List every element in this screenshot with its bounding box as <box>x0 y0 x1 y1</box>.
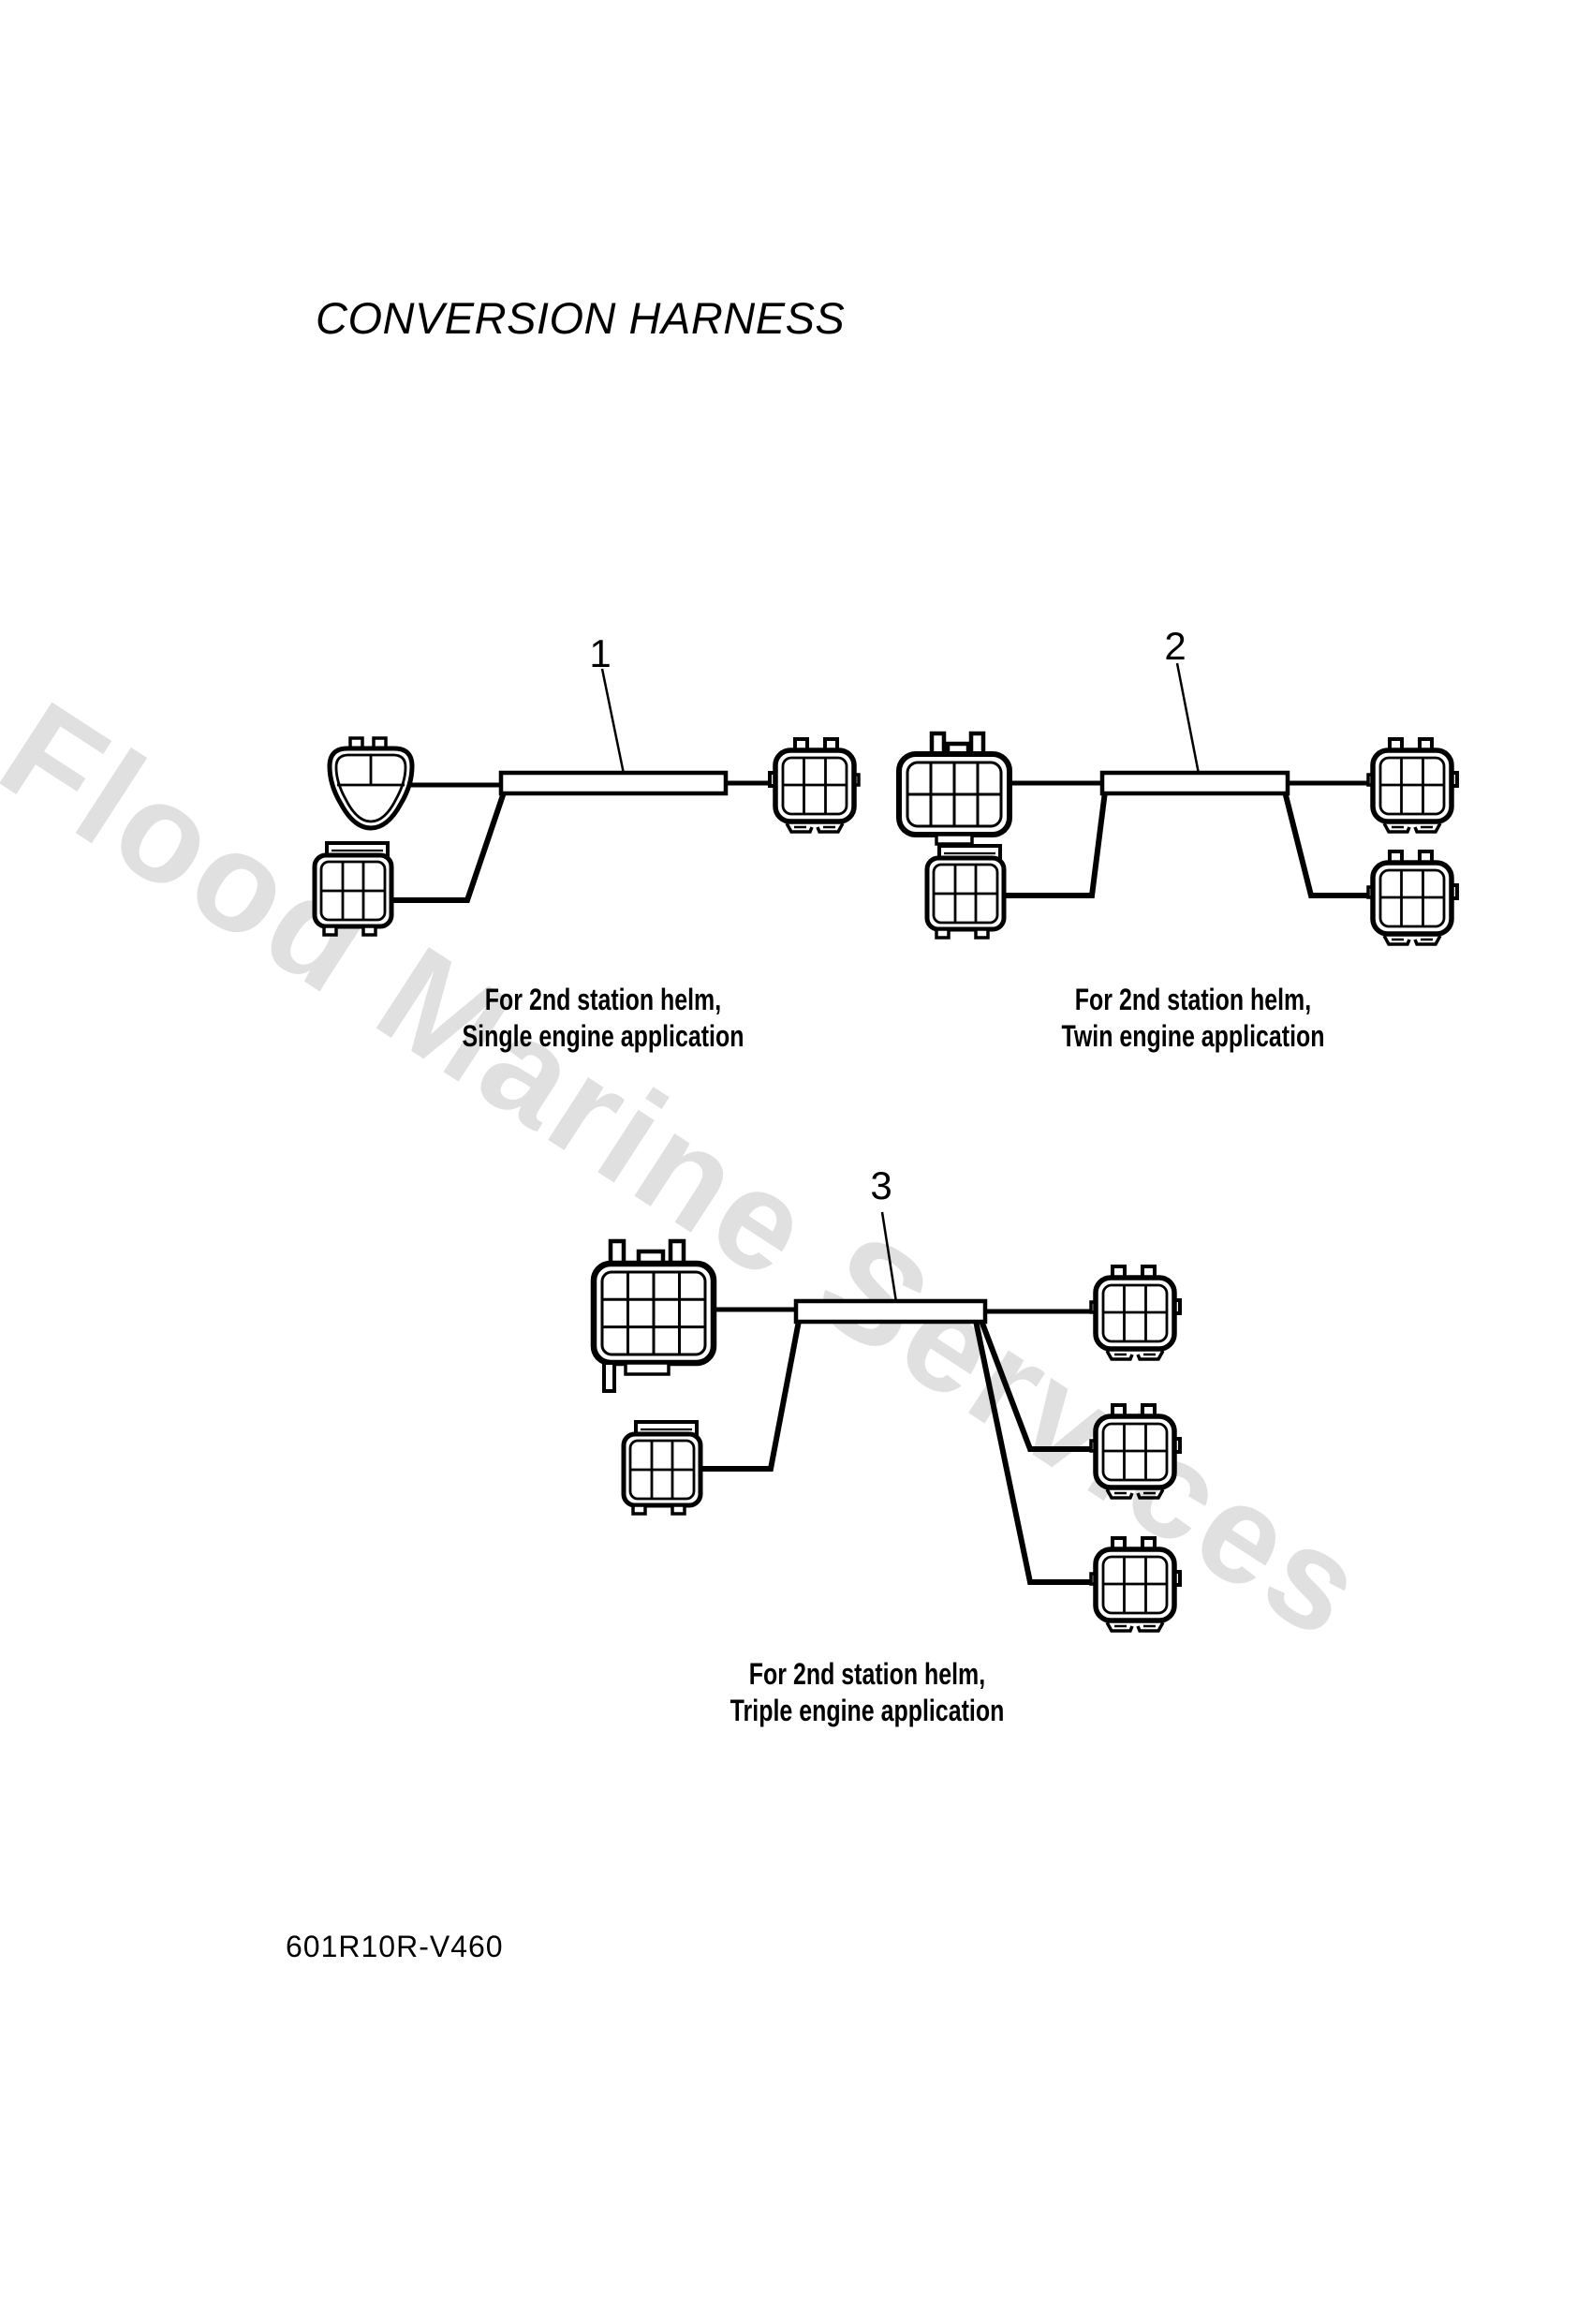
callout-number-3: 3 <box>870 1163 892 1207</box>
callout-leader-line <box>600 668 626 775</box>
callout-leader-line <box>1175 662 1201 775</box>
harness-sleeve <box>1099 770 1290 796</box>
diagram-2-caption-line-1: For 2nd station helm, <box>1074 983 1312 1016</box>
wire-branch <box>979 1319 1100 1452</box>
connector-6pin-plug <box>1368 739 1457 832</box>
connector-6pin-plug <box>1091 1405 1180 1498</box>
diagram-3-caption-line-2: Triple engine application <box>730 1694 1005 1727</box>
connector-2pin-triangular <box>330 738 412 828</box>
diagram-1-caption-line-2: Single engine application <box>462 1019 744 1053</box>
wire-branch <box>390 792 507 903</box>
diagram-2-caption: For 2nd station helm, Twin engine applic… <box>1025 982 1362 1055</box>
callout-leader-line <box>880 1211 898 1303</box>
diagram-1-caption: For 2nd station helm, Single engine appl… <box>435 982 772 1055</box>
connector-6pin-socket <box>315 843 391 935</box>
diagram-3-caption: For 2nd station helm, Triple engine appl… <box>700 1656 1036 1729</box>
connector-6pin-plug <box>1368 851 1457 944</box>
harness-diagram-1 <box>315 668 859 935</box>
wire-branch <box>697 1320 802 1472</box>
harness-diagram-2 <box>899 662 1457 944</box>
diagram-1-caption-line-1: For 2nd station helm, <box>484 983 722 1016</box>
connector-6pin-plug <box>770 739 859 832</box>
wire-branch <box>1002 791 1108 898</box>
page-title: CONVERSION HARNESS <box>316 293 846 343</box>
harness-diagram-3 <box>594 1211 1180 1631</box>
wire-branch <box>1282 791 1377 898</box>
connector-6pin-plug <box>1091 1538 1180 1631</box>
callout-number-1: 1 <box>589 631 612 675</box>
harness-sleeve <box>793 1298 988 1325</box>
connector-6pin-socket <box>927 846 1004 938</box>
harness-sleeve <box>498 770 729 796</box>
connector-12pin-main <box>594 1241 714 1391</box>
part-code: 601R10R-V460 <box>286 1930 504 1963</box>
wire-branch <box>973 1320 1100 1585</box>
diagram-3-caption-line-1: For 2nd station helm, <box>748 1657 986 1691</box>
connector-6pin-socket <box>624 1422 700 1514</box>
connector-8pin-main <box>899 733 1010 844</box>
diagram-2-caption-line-2: Twin engine application <box>1061 1019 1325 1053</box>
callout-number-2: 2 <box>1164 624 1186 668</box>
connector-6pin-plug <box>1091 1266 1180 1359</box>
